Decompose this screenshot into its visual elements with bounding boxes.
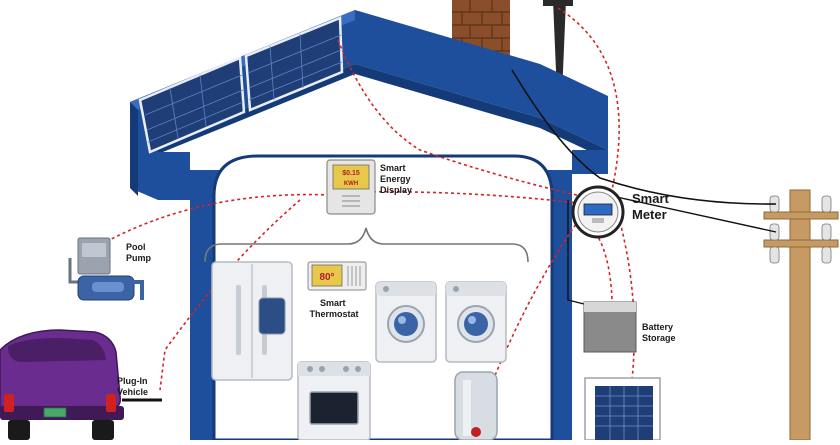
- control-wires: [99, 7, 636, 441]
- pool-pump-label: Pool Pump: [126, 242, 152, 263]
- smart-thermostat-label: Smart Thermostat: [309, 298, 358, 319]
- smart-meter: [571, 185, 625, 239]
- battery-storage: [583, 301, 637, 353]
- smart-energy-display-label: Smart Energy Display: [380, 163, 413, 195]
- service-drop-line: [611, 195, 777, 233]
- washing-machine: [375, 281, 437, 363]
- pool-pump: [68, 237, 144, 301]
- utility-pole: [763, 189, 839, 441]
- plug-in-vehicle-label: Plug-In Vehicle: [117, 376, 150, 397]
- display-kwh: KWH: [344, 181, 358, 187]
- smart-meter-label: Smart Meter: [632, 191, 672, 222]
- dryer: [445, 281, 507, 363]
- wind-turbine: [543, 0, 573, 95]
- appliance-brace: [204, 227, 529, 263]
- plug-in-vehicle: [0, 329, 162, 440]
- oven: [297, 361, 371, 441]
- thermostat-temp: 80°: [319, 272, 334, 283]
- battery-storage-label: Battery Storage: [642, 322, 676, 343]
- smart-energy-display: $0.15 KWH: [326, 159, 376, 215]
- solar-panels: [138, 16, 344, 154]
- ground-solar-panel: [584, 377, 661, 441]
- display-price: $0.15: [342, 170, 360, 177]
- smart-thermostat: 80°: [307, 261, 367, 291]
- refrigerator: [211, 261, 293, 381]
- power-line: [511, 69, 777, 205]
- water-heater: [454, 371, 498, 441]
